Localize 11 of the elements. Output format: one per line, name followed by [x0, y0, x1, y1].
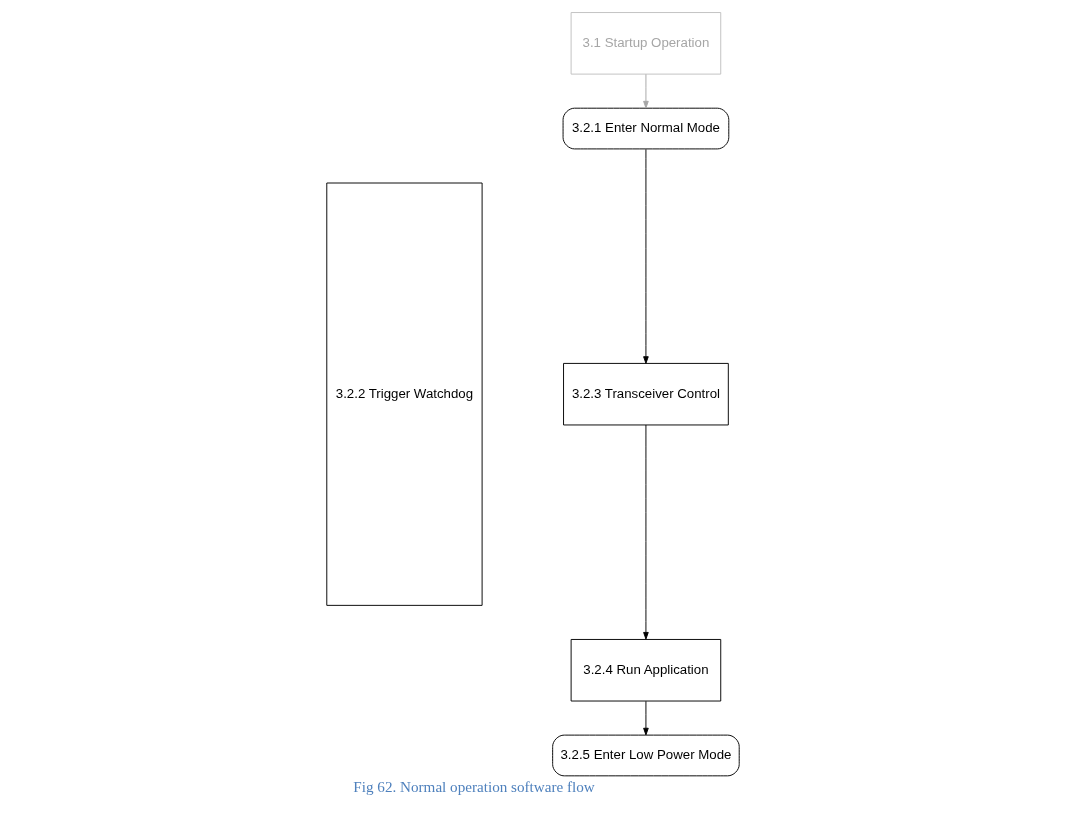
node-box: 3.2.2 Trigger Watchdog [326, 182, 483, 606]
arrow [643, 424, 649, 640]
node-box: 3.1 Startup Operation [570, 12, 722, 75]
node-box: 3.2.1 Enter Normal Mode [562, 107, 730, 150]
arrow [643, 73, 649, 109]
arrow [643, 148, 649, 364]
node-box: 3.2.3 Transceiver Control [563, 362, 729, 426]
caption: Fig 62. Normal operation software flow [353, 777, 595, 795]
node-box: 3.2.4 Run Application [570, 639, 722, 702]
arrow [643, 700, 649, 736]
node-box: 3.2.5 Enter Low Power Mode [552, 734, 740, 777]
